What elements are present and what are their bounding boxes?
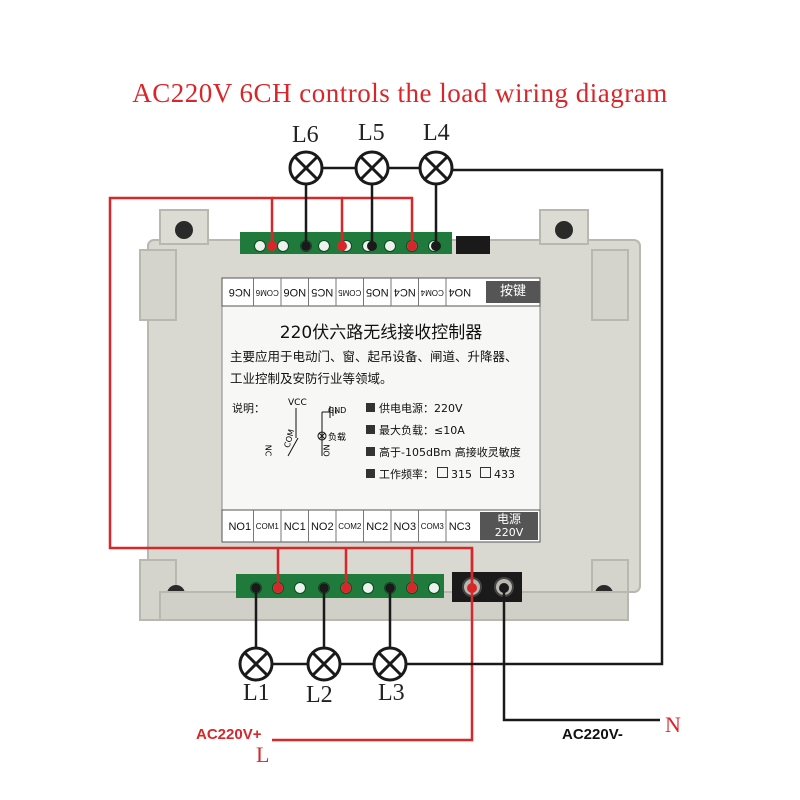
- wire-terminal-dot: [251, 583, 261, 593]
- lamp-label-l1: L1: [243, 680, 270, 706]
- live-label: AC220V+: [196, 726, 262, 743]
- bottom-terminal-label: NC1: [284, 521, 306, 533]
- description-line-2: 工业控制及安防行业等领域。: [230, 371, 393, 386]
- terminal-screw: [384, 240, 396, 252]
- lamp-label-l3: L3: [378, 680, 405, 706]
- product-title: 220伏六路无线接收控制器: [279, 323, 483, 343]
- bottom-terminal-label: NO2: [311, 521, 334, 533]
- wire-terminal-dot: [337, 241, 347, 251]
- top-terminal-label: COM5: [338, 288, 362, 297]
- top-terminal-label: COM6: [255, 288, 279, 297]
- spec-list: 供电电源：220V 最大负载：≤10A 高于-105dBm 高接收灵敏度 工作频…: [366, 398, 521, 486]
- terminal-screw: [362, 582, 374, 594]
- wire-terminal-dot: [341, 583, 351, 593]
- wire-terminal-dot: [407, 583, 417, 593]
- power-box: 电源 220V: [480, 512, 538, 540]
- terminal-screw: [277, 240, 289, 252]
- top-terminal-label: NO6: [283, 286, 306, 298]
- terminal-screw: [428, 582, 440, 594]
- lamps: [238, 150, 454, 682]
- diagram-title: AC220V 6CH controls the load wiring diag…: [132, 78, 668, 108]
- brand-badge: 按键: [486, 281, 540, 303]
- wire-terminal-dot: [499, 583, 509, 593]
- spec-load: 最大负载：≤10A: [366, 420, 521, 442]
- lamp-l2-icon: [306, 646, 342, 682]
- lamp-l6-icon: [288, 150, 324, 186]
- description-line-1: 主要应用于电动门、窗、起吊设备、闸道、升降器、: [230, 349, 518, 364]
- wire-terminal-dot: [273, 583, 283, 593]
- terminal-screw: [294, 582, 306, 594]
- lamp-l5-icon: [354, 150, 390, 186]
- wire-terminal-dot: [367, 241, 377, 251]
- wire-terminal-dot: [407, 241, 417, 251]
- spec-power: 供电电源：220V: [366, 398, 521, 420]
- bottom-terminal-label: COM1: [256, 522, 280, 531]
- bottom-terminal-label: NO3: [393, 521, 416, 533]
- wire-terminal-dot: [301, 241, 311, 251]
- lamp-l1-icon: [238, 646, 274, 682]
- power-value: 220V: [494, 526, 524, 539]
- wire-terminal-dot: [385, 583, 395, 593]
- lamp-label-l5: L5: [358, 120, 385, 146]
- live-branch-com4: [342, 196, 414, 246]
- wire-terminal-dot: [319, 583, 329, 593]
- top-terminal-label: COM4: [420, 288, 444, 297]
- terminal-screw: [318, 240, 330, 252]
- top-terminal-label: NC4: [394, 286, 416, 298]
- bottom-terminal-label: NO1: [228, 521, 251, 533]
- bottom-terminal-label: COM3: [421, 522, 445, 531]
- terminal-screw: [254, 240, 266, 252]
- top-terminal-label: NO4: [448, 286, 471, 298]
- lamp-label-l4: L4: [423, 120, 450, 146]
- wire-terminal-dot: [467, 583, 477, 593]
- neutral-letter: N: [665, 712, 681, 737]
- top-terminal-label: NO5: [366, 286, 389, 298]
- lamp-label-l2: L2: [306, 682, 333, 708]
- bottom-terminal-label: NC3: [449, 521, 471, 533]
- note-label: 说明：: [232, 402, 265, 415]
- vcc-label: VCC: [288, 398, 307, 408]
- checkbox-315: [437, 467, 448, 478]
- bottom-terminal-label: NC2: [366, 521, 388, 533]
- top-terminal-label: NC6: [229, 286, 251, 298]
- load-label: 负载: [328, 433, 347, 443]
- power-label: 电源: [496, 512, 521, 526]
- label-panel: NC6 COM6 NO6 NC5 COM5 NO5 NC4 COM4 NO4 NO1 COM1 NC…: [221, 277, 541, 543]
- lamp-label-l6: L6: [292, 122, 319, 148]
- gnd-label: GND: [328, 406, 347, 415]
- spec-sensitivity: 高于-105dBm 高接收灵敏度: [366, 442, 521, 464]
- lamp-l3-icon: [372, 646, 408, 682]
- checkbox-433: [480, 467, 491, 478]
- live-letter: L: [256, 742, 270, 767]
- neutral-label: AC220V-: [562, 726, 623, 743]
- lamp-l4-icon: [418, 150, 454, 186]
- neutral-bus-wire: [434, 168, 664, 722]
- wire-terminal-dot: [431, 241, 441, 251]
- bottom-terminal-label: COM2: [338, 522, 362, 531]
- wire-terminal-dot: [267, 241, 277, 251]
- top-terminal-label: NC5: [311, 286, 333, 298]
- mini-schematic: VCC GND 负载 NC COM NO: [262, 398, 362, 478]
